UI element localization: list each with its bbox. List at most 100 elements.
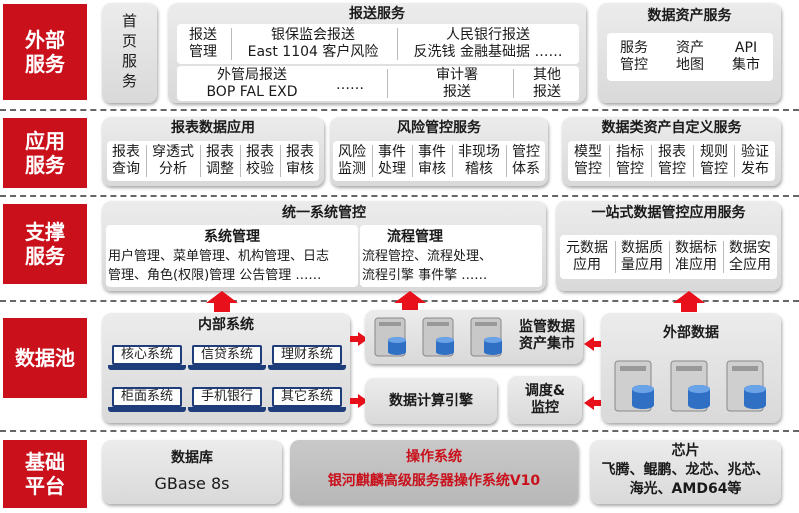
metric-control-item: 指标 管控	[616, 144, 644, 177]
event-handle-item: 事件 处理	[378, 144, 406, 177]
external-server-icon	[614, 360, 766, 412]
metadata-app-item: 元数据 应用	[566, 240, 608, 273]
homepage-service-label: 首 页 服 务	[121, 12, 137, 90]
database-value: GBase 8s	[154, 474, 230, 493]
report-ellipsis: ……	[336, 76, 364, 93]
risk-monitor-item: 风险 监测	[338, 144, 366, 177]
control-system-item: 管控 体系	[512, 144, 540, 177]
wealth-system-label: 理财系统	[272, 345, 342, 365]
report-control-item: 报表 管控	[658, 144, 686, 177]
report-adjust-item: 报表 调整	[206, 144, 234, 177]
service-control-item: 服务 管控	[620, 40, 648, 73]
up-arrow	[394, 291, 426, 303]
layer-label-external: 外部 服务	[3, 4, 87, 100]
database-panel: 数据库 GBase 8s	[102, 440, 282, 504]
report-service-panel: 报送服务 报送 管理 银保监会报送 East 1104 客户风险 人民银行报送 …	[168, 3, 586, 103]
mobile-bank-laptop: 手机银行	[188, 387, 266, 413]
audit-report-cell: 审计署 报送	[436, 66, 478, 100]
regulatory-mart-panel: 监管数据 资产集市	[365, 310, 583, 364]
unified-control-title: 统一系统管控	[282, 205, 366, 221]
layer-label-datapool: 数据池	[3, 318, 87, 398]
database-title: 数据库	[171, 450, 213, 466]
report-app-items: 报表 查询 穿透式 分析 报表 调整 报表 校验 报表 审核	[107, 141, 319, 181]
schedule-panel: 调度& 监控	[508, 376, 582, 424]
onestop-title: 一站式数据管控应用服务	[591, 205, 746, 221]
asset-service-items: 服务 管控 资产 地图 API 集市	[607, 33, 773, 81]
custom-asset-title: 数据类资产自定义服务	[601, 120, 742, 136]
drilldown-analysis-item: 穿透式 分析	[152, 144, 194, 177]
counter-system-laptop: 柜面系统	[108, 387, 186, 413]
pboc-report-cell: 人民银行报送 反洗钱 金融基础据 ……	[413, 27, 563, 60]
chip-title: 芯片	[671, 443, 700, 459]
risk-items: 风险 监测 事件 处理 事件 审核 非现场 稽核 管控 体系	[333, 141, 545, 181]
wealth-system-laptop: 理财系统	[268, 345, 346, 371]
report-manage-cell: 报送 管理	[189, 27, 217, 60]
server-cluster-icon	[374, 317, 502, 357]
report-review-item: 报表 审核	[286, 144, 314, 177]
layer-label-support: 支撑 服务	[3, 204, 87, 284]
flow-manage-title: 流程管理	[387, 229, 443, 245]
credit-system-laptop: 信贷系统	[188, 345, 266, 371]
custom-asset-panel: 数据类资产自定义服务 模型 管控 指标 管控 报表 管控 规则 管控 验证 发布	[562, 117, 781, 186]
risk-title: 风险管控服务	[397, 120, 481, 136]
core-system-laptop: 核心系统	[108, 345, 186, 371]
mobile-bank-label: 手机银行	[192, 387, 262, 407]
left-arrow	[584, 337, 594, 351]
core-system-label: 核心系统	[112, 345, 182, 365]
compute-engine-panel: 数据计算引擎	[365, 378, 497, 424]
event-review-item: 事件 审核	[418, 144, 446, 177]
api-market-item: API 集市	[732, 40, 760, 73]
homepage-service-panel: 首 页 服 务	[102, 3, 157, 103]
other-system-laptop: 其它系统	[268, 387, 346, 413]
up-arrow	[673, 291, 705, 303]
right-arrow	[350, 336, 360, 342]
separator-line	[0, 430, 799, 432]
schedule-label: 调度& 监控	[524, 383, 566, 416]
standard-app-item: 数据标 准应用	[675, 240, 717, 273]
asset-map-item: 资产 地图	[676, 40, 704, 73]
layer-label-application: 应用 服务	[3, 118, 87, 188]
offsite-audit-item: 非现场 稽核	[458, 144, 500, 177]
credit-system-label: 信贷系统	[192, 345, 262, 365]
system-manage-box: 系统管理 用户管理、菜单管理、机构管理、日志 管理、角色(权限)管理 公告管理 …	[106, 225, 358, 287]
quality-app-item: 数据质 量应用	[621, 240, 663, 273]
separator-line	[0, 195, 799, 197]
external-data-title: 外部数据	[663, 325, 719, 341]
right-arrow	[350, 398, 360, 404]
os-value: 银河麒麟高级服务器操作系统V10	[327, 473, 541, 489]
other-report-cell: 其他 报送	[533, 66, 561, 100]
unified-control-panel: 统一系统管控 系统管理 用户管理、菜单管理、机构管理、日志 管理、角色(权限)管…	[102, 201, 546, 291]
os-panel: 操作系统 银河麒麟高级服务器操作系统V10	[290, 440, 578, 504]
report-service-row2: 外管局报送 BOP FAL EXD …… 审计署 报送 其他 报送	[177, 66, 579, 101]
flow-manage-text: 流程管控、流程处理、 流程引擎 事件擎 ……	[362, 249, 493, 283]
internal-systems-title: 内部系统	[198, 317, 254, 333]
report-service-title: 报送服务	[349, 6, 405, 22]
external-data-panel: 外部数据	[601, 313, 781, 423]
counter-system-label: 柜面系统	[112, 387, 182, 407]
rule-control-item: 规则 管控	[700, 144, 728, 177]
verify-publish-item: 验证 发布	[741, 144, 769, 177]
up-arrow	[206, 291, 238, 303]
layer-label-base: 基础 平台	[3, 440, 87, 508]
asset-service-panel: 数据资产服务 服务 管控 资产 地图 API 集市	[598, 3, 781, 103]
system-manage-title: 系统管理	[204, 229, 260, 245]
system-manage-text: 用户管理、菜单管理、机构管理、日志 管理、角色(权限)管理 公告管理 ……	[108, 249, 330, 283]
onestop-items: 元数据 应用 数据质 量应用 数据标 准应用 数据安 全应用	[560, 235, 777, 279]
security-app-item: 数据安 全应用	[729, 240, 771, 273]
safe-report-cell: 外管局报送 BOP FAL EXD	[206, 66, 298, 100]
report-app-title: 报表数据应用	[171, 120, 255, 136]
onestop-panel: 一站式数据管控应用服务 元数据 应用 数据质 量应用 数据标 准应用 数据安 全…	[556, 201, 781, 291]
chip-panel: 芯片 飞腾、鲲鹏、龙芯、兆芯、 海光、AMD64等	[590, 440, 781, 504]
left-arrow	[584, 396, 594, 410]
cbirc-report-cell: 银保监会报送 East 1104 客户风险	[247, 27, 379, 60]
asset-service-title: 数据资产服务	[647, 8, 732, 24]
report-service-row1: 报送 管理 银保监会报送 East 1104 客户风险 人民银行报送 反洗钱 金…	[177, 24, 579, 64]
internal-systems-panel: 内部系统 核心系统 信贷系统 理财系统 柜面系统 手机银行 其它系统	[102, 313, 350, 423]
report-query-item: 报表 查询	[112, 144, 140, 177]
other-system-label: 其它系统	[272, 387, 342, 407]
compute-engine-label: 数据计算引擎	[389, 393, 473, 409]
risk-panel: 风险管控服务 风险 监测 事件 处理 事件 审核 非现场 稽核 管控 体系	[330, 117, 548, 186]
regulatory-mart-label: 监管数据 资产集市	[519, 319, 575, 352]
model-control-item: 模型 管控	[574, 144, 602, 177]
chip-value: 飞腾、鲲鹏、龙芯、兆芯、 海光、AMD64等	[601, 462, 770, 497]
